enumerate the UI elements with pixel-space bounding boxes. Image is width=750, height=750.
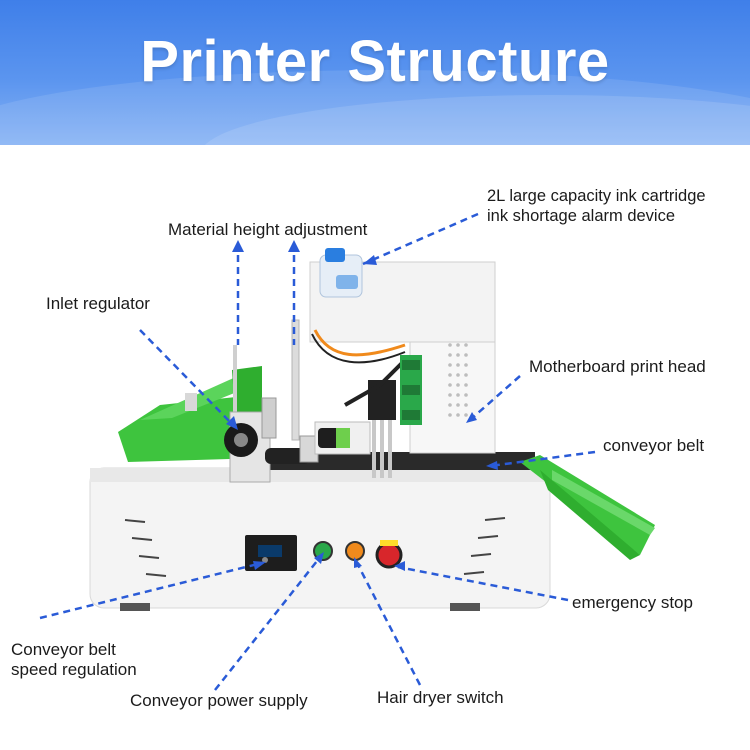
- conveyor-speed-label: Conveyor belt speed regulation: [11, 640, 137, 680]
- ink-cartridge-label-line2: ink shortage alarm device: [487, 207, 676, 225]
- title-banner: Printer Structure: [0, 0, 750, 145]
- outlet-tray: [520, 455, 655, 560]
- material-height-label: Material height adjustment: [168, 220, 368, 239]
- print-head-mount: [344, 358, 407, 478]
- inlet-regulator-label: Inlet regulator: [46, 294, 150, 313]
- motherboard-print-head-label: Motherboard print head: [529, 357, 706, 376]
- banner-wave: [0, 70, 750, 145]
- conveyor-speed-label-line2: speed regulation: [11, 660, 137, 679]
- print-head-housing: [309, 261, 496, 454]
- conveyor-belt-surface: [255, 452, 535, 470]
- hair-dryer-label: Hair dryer switch: [377, 688, 504, 707]
- conveyor-speed-label-line1: Conveyor belt: [11, 640, 116, 659]
- ink-cartridge: [319, 248, 363, 298]
- feed-rollers: [265, 421, 371, 464]
- ink-cartridge-label: 2L large capacity ink cartridge ink shor…: [487, 186, 706, 226]
- page-title: Printer Structure: [140, 29, 610, 94]
- height-adjust-rods: [233, 319, 300, 445]
- printer-illustration: [39, 212, 655, 691]
- callout-pointers: [39, 212, 596, 691]
- conveyor-power-label: Conveyor power supply: [130, 691, 308, 710]
- callout-arrowheads: [226, 240, 498, 571]
- conveyor-belt-label: conveyor belt: [603, 436, 705, 455]
- ink-cartridge-label-line1: 2L large capacity ink cartridge: [487, 187, 706, 205]
- emergency-stop-label: emergency stop: [572, 593, 693, 612]
- inlet-regulator-knob: [224, 397, 277, 483]
